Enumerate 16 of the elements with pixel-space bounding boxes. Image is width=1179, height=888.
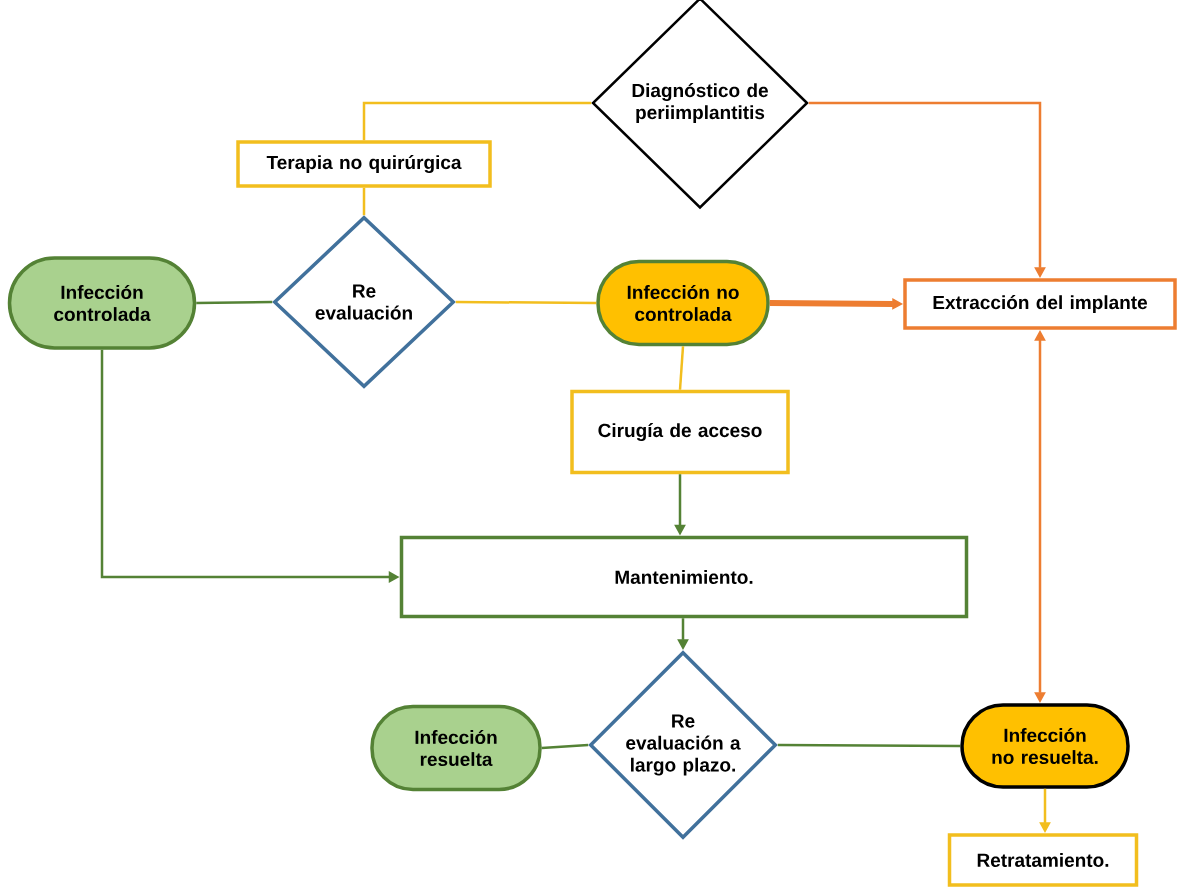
connector-line: [541, 743, 589, 750]
connector-line: [362, 101, 592, 141]
connector-line: [196, 300, 273, 305]
rounded-box: Infección no resuelta.: [960, 703, 1130, 789]
connector-line: [678, 346, 685, 390]
process-box: Terapia no quirúrgica: [236, 140, 492, 188]
connector-line: [455, 300, 597, 305]
rounded-box: Infección no controlada: [596, 259, 770, 347]
process-box: Cirugía de acceso: [570, 389, 790, 475]
connector-line: [777, 743, 961, 748]
process-box: Extracción del implante: [903, 278, 1177, 330]
rounded-box: Infección resuelta: [370, 704, 542, 792]
process-box: Mantenimiento.: [399, 535, 969, 619]
connector-line: [362, 187, 366, 216]
process-box: Retratamiento.: [947, 833, 1139, 887]
rounded-box: Infección controlada: [7, 256, 197, 350]
